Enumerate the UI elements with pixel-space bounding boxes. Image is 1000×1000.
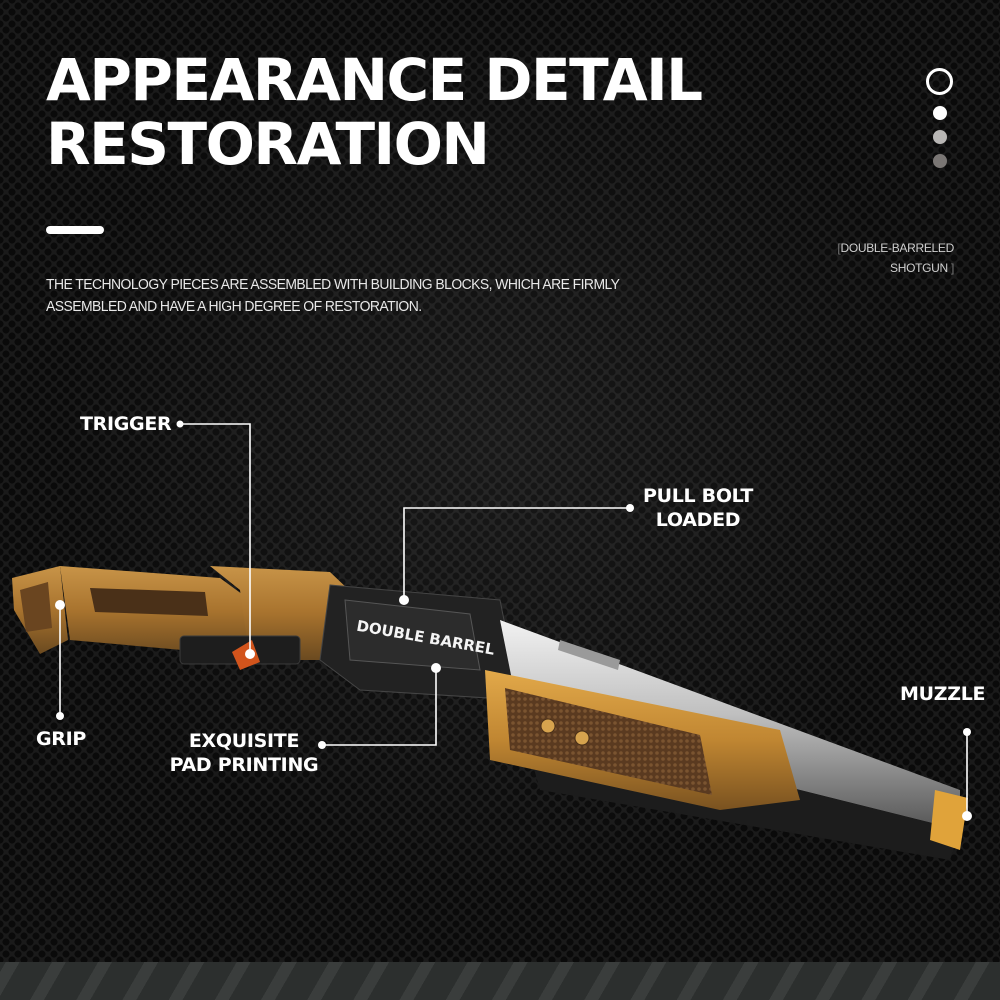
pager-dot[interactable] — [933, 106, 947, 120]
page-title: APPEARANCE DETAIL RESTORATION — [46, 46, 703, 178]
forend — [485, 670, 800, 810]
callout-pad-printing-line1: EXQUISITE — [188, 730, 300, 752]
striped-footer-band — [0, 962, 1000, 1000]
receiver: DOUBLE BARREL — [319, 584, 521, 701]
callout-muzzle: MUZZLE — [900, 683, 986, 705]
bracket-close: ] — [950, 261, 954, 275]
title-underline — [46, 226, 104, 234]
pager-dot[interactable] — [933, 130, 947, 144]
callout-grip: GRIP — [36, 728, 87, 750]
callout-pull-bolt-line2: LOADED — [655, 509, 741, 531]
pager-dot[interactable] — [933, 154, 947, 168]
callout-trigger: TRIGGER — [80, 413, 172, 435]
bracket-open: [ — [837, 241, 841, 255]
trigger-assembly — [179, 635, 301, 670]
pager-dot-active[interactable] — [926, 68, 953, 95]
callout-pull-bolt: PULL BOLT LOADED — [638, 484, 758, 532]
barrel — [500, 620, 968, 860]
page-description: THE TECHNOLOGY PIECES ARE ASSEMBLED WITH… — [46, 276, 620, 315]
callout-pad-printing-line2: PAD PRINTING — [169, 754, 319, 776]
model-name-line1: DOUBLE-BARRELED — [840, 241, 954, 255]
model-name: [DOUBLE-BARRELED SHOTGUN ] — [837, 238, 954, 278]
pad-print-text: DOUBLE BARREL — [355, 617, 496, 659]
callout-pad-printing: EXQUISITE PAD PRINTING — [168, 729, 320, 777]
callout-pull-bolt-line1: PULL BOLT — [642, 485, 754, 507]
stock — [12, 566, 370, 660]
model-name-line2: SHOTGUN — [890, 261, 948, 275]
